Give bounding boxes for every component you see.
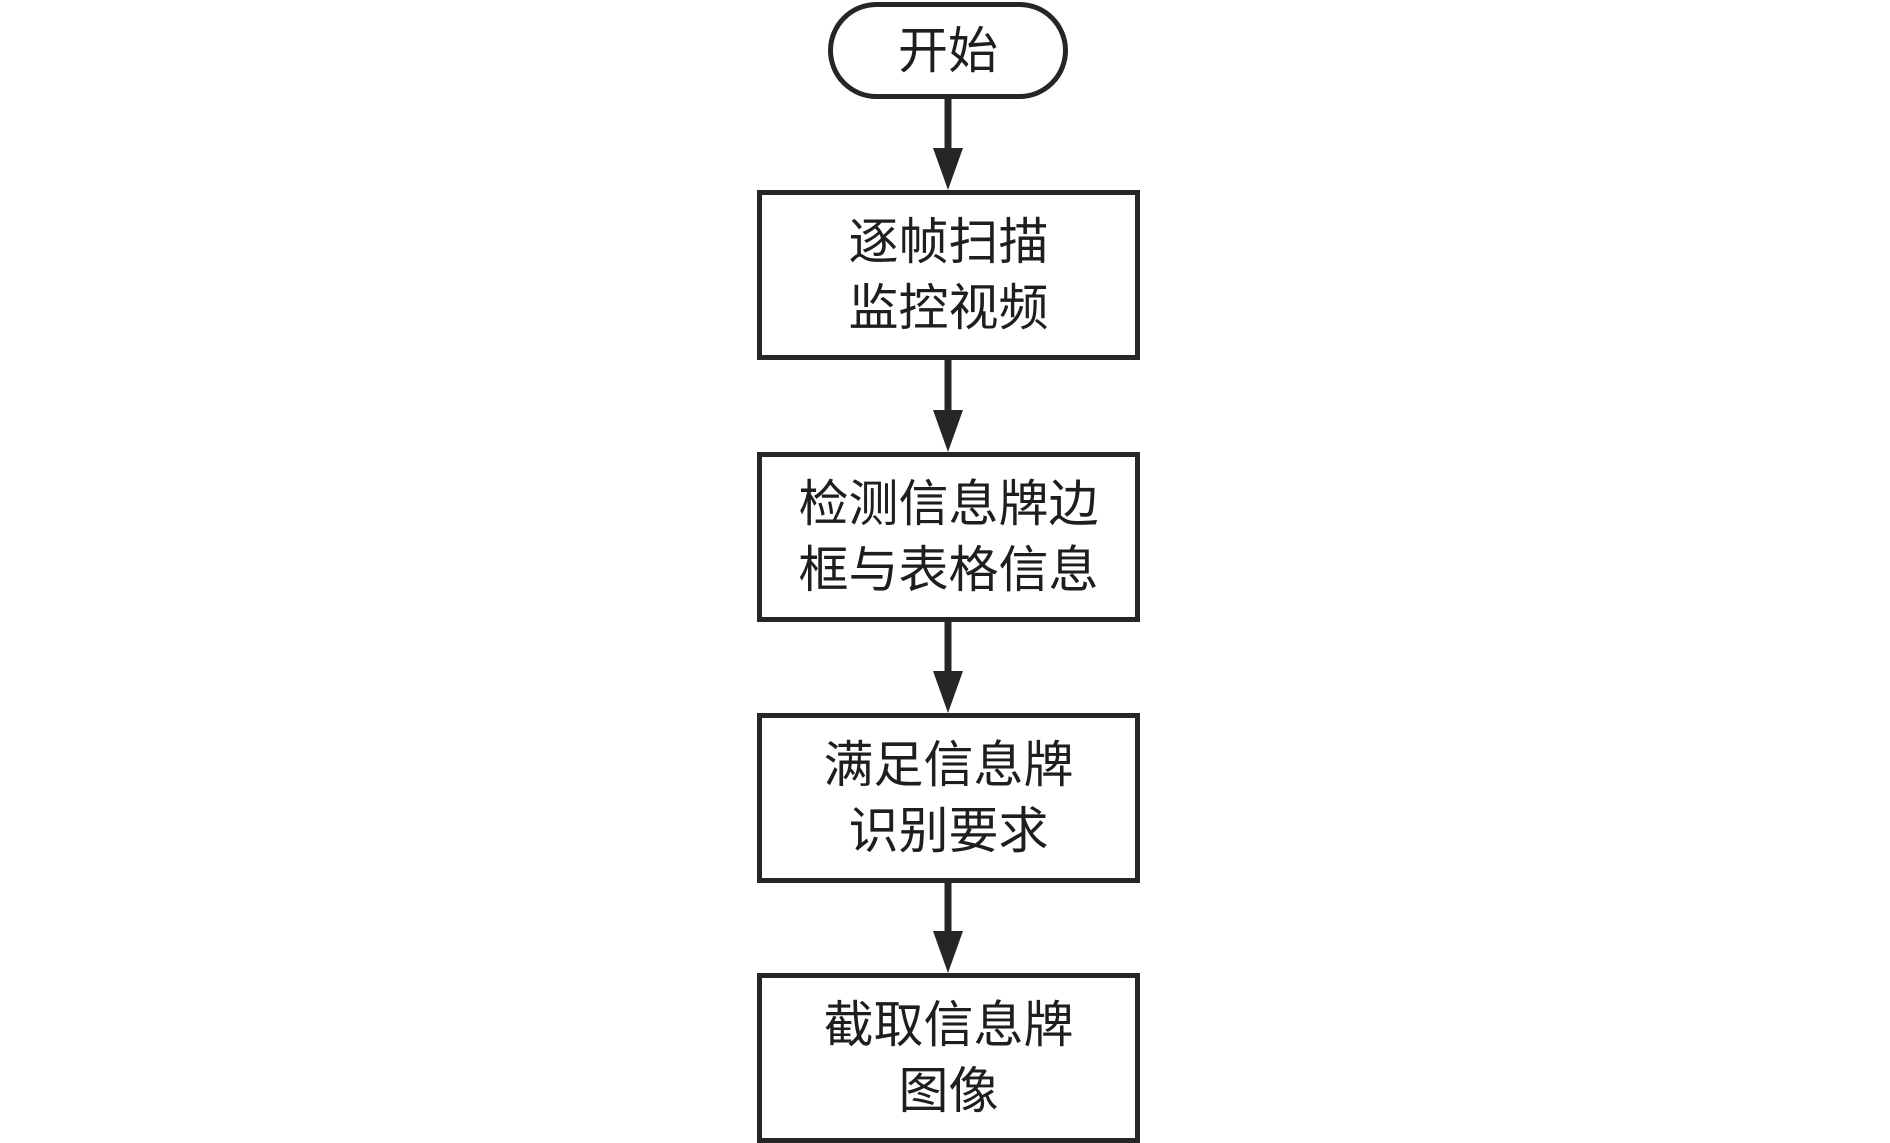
arrowhead-icon: [933, 931, 963, 973]
arrowhead-icon: [933, 148, 963, 190]
edge-scan-to-detect: [933, 360, 963, 452]
start-terminal-node: 开始: [828, 2, 1068, 99]
check-requirements-node-label: 满足信息牌 识别要求: [823, 736, 1074, 860]
scan-video-node-label: 逐帧扫描 监控视频: [848, 213, 1049, 337]
scan-video-process-node: 逐帧扫描 监控视频: [757, 190, 1140, 360]
edge-check-to-crop: [933, 883, 963, 973]
detect-sign-process-node: 检测信息牌边 框与表格信息: [757, 452, 1140, 622]
arrowhead-icon: [933, 671, 963, 713]
check-requirements-process-node: 满足信息牌 识别要求: [757, 713, 1140, 883]
arrowhead-icon: [933, 410, 963, 452]
crop-sign-image-node-label: 截取信息牌 图像: [823, 996, 1074, 1120]
edge-start-to-scan: [933, 99, 963, 190]
start-node-label: 开始: [898, 21, 998, 80]
crop-sign-image-process-node: 截取信息牌 图像: [757, 973, 1140, 1143]
detect-sign-node-label: 检测信息牌边 框与表格信息: [798, 475, 1099, 599]
edge-detect-to-check: [933, 622, 963, 713]
